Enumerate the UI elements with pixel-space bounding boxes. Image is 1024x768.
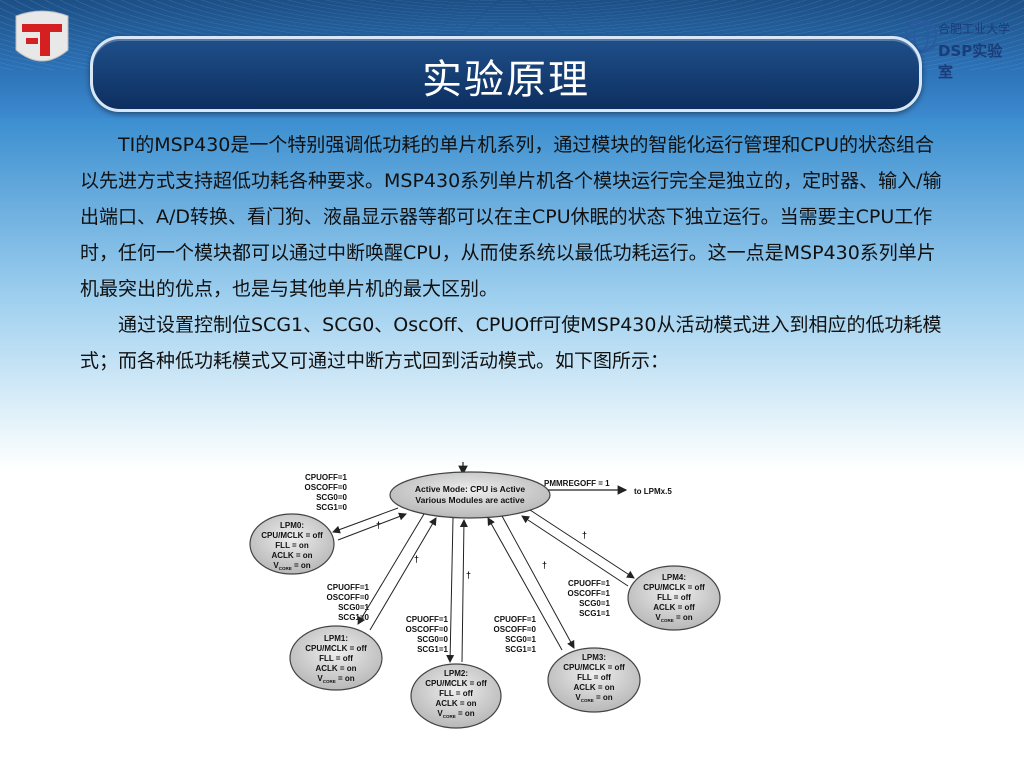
arrow-from-lpm2 bbox=[459, 519, 468, 663]
lpm4-dagger: † bbox=[582, 530, 587, 540]
cond1-scg1: SCG1=0 bbox=[338, 613, 369, 622]
page-title: 实验原理 bbox=[422, 57, 590, 103]
cond0-scg1: SCG1=0 bbox=[316, 503, 347, 512]
cond3-oscoff: OSCOFF=0 bbox=[494, 625, 537, 634]
arrow-from-lpm4 bbox=[521, 515, 629, 587]
cond4-oscoff: OSCOFF=1 bbox=[568, 589, 611, 598]
brand-name-cn: 合肥工业大学 bbox=[938, 22, 1011, 36]
arrow-to-lpm4 bbox=[529, 509, 635, 579]
cond3-scg1: SCG1=1 bbox=[505, 645, 536, 654]
lpm1-aclk: ACLK = on bbox=[315, 664, 356, 673]
arrow-to-lpm1 bbox=[357, 513, 425, 625]
lpm1-dagger: † bbox=[414, 554, 419, 564]
lpm2-dagger: † bbox=[466, 570, 471, 580]
lpm2-vcore: VCORE = on bbox=[437, 709, 474, 719]
lpm1-vcore: VCORE = on bbox=[317, 674, 354, 684]
lpm0-node bbox=[249, 513, 335, 575]
lpm1-fll: FLL = off bbox=[319, 654, 353, 663]
low-power-mode-diagram: Active Mode: CPU is Active Various Modul… bbox=[249, 462, 721, 729]
lpm0-conditions: CPUOFF=1 OSCOFF=0 SCG0=0 SCG1=0 bbox=[305, 473, 348, 512]
arrow-to-lpm2 bbox=[446, 517, 455, 663]
cond1-cpuoff: CPUOFF=1 bbox=[327, 583, 370, 592]
lpm0-fll: FLL = on bbox=[275, 541, 309, 550]
cond1-oscoff: OSCOFF=0 bbox=[327, 593, 370, 602]
cond1-scg0: SCG0=1 bbox=[338, 603, 369, 612]
lpm3-title: LPM3: bbox=[582, 653, 606, 662]
lpm2-cpu: CPU/MCLK = off bbox=[425, 679, 487, 688]
university-logo-icon bbox=[15, 10, 69, 62]
pmm-target: to LPMx.5 bbox=[634, 487, 672, 496]
lpm2-node bbox=[410, 663, 502, 729]
lpm4-vcore: VCORE = on bbox=[655, 613, 692, 623]
lpm3-cpu: CPU/MCLK = off bbox=[563, 663, 625, 672]
lpm2-title: LPM2: bbox=[444, 669, 468, 678]
lpm1-cpu: CPU/MCLK = off bbox=[305, 644, 367, 653]
title-bar: 实验原理 bbox=[90, 36, 922, 112]
cond4-scg0: SCG0=1 bbox=[579, 599, 610, 608]
cond3-cpuoff: CPUOFF=1 bbox=[494, 615, 537, 624]
brand-name-lab: DSP实验室 bbox=[938, 42, 1003, 81]
active-mode-line1: Active Mode: CPU is Active bbox=[415, 484, 525, 494]
lpm4-fll: FLL = off bbox=[657, 593, 691, 602]
lpm0-vcore: VCORE = on bbox=[273, 561, 310, 571]
lpm4-cpu: CPU/MCLK = off bbox=[643, 583, 705, 592]
cond0-cpuoff: CPUOFF=1 bbox=[305, 473, 348, 482]
lpm0-aclk: ACLK = on bbox=[271, 551, 312, 560]
lpm1-conditions: CPUOFF=1 OSCOFF=0 SCG0=1 SCG1=0 bbox=[327, 583, 370, 622]
content-body: TI的MSP430是一个特别强调低功耗的单片机系列，通过模块的智能化运行管理和C… bbox=[80, 127, 950, 379]
active-mode-node bbox=[389, 471, 551, 519]
lpm2-fll: FLL = off bbox=[439, 689, 473, 698]
cond2-scg1: SCG1=1 bbox=[417, 645, 448, 654]
cond3-scg0: SCG0=1 bbox=[505, 635, 536, 644]
lpm0-dagger: † bbox=[376, 520, 381, 530]
lpm1-node bbox=[289, 625, 383, 691]
arrow-to-lpm0 bbox=[332, 507, 399, 534]
lpm3-vcore: VCORE = on bbox=[575, 693, 612, 703]
cond2-oscoff: OSCOFF=0 bbox=[406, 625, 449, 634]
arrow-from-lpm3 bbox=[487, 517, 563, 651]
paragraph-lpm-control: 通过设置控制位SCG1、SCG0、OscOff、CPUOff可使MSP430从活… bbox=[80, 314, 942, 372]
lpm0-cpu: CPU/MCLK = off bbox=[261, 531, 323, 540]
lpm3-node bbox=[547, 647, 641, 713]
lpm3-fll: FLL = off bbox=[577, 673, 611, 682]
lab-logo: 合肥工业大学 DSP实验室 bbox=[904, 10, 1012, 81]
cond2-scg0: SCG0=0 bbox=[417, 635, 448, 644]
arrow-from-lpm0 bbox=[337, 512, 407, 541]
lpm1-title: LPM1: bbox=[324, 634, 348, 643]
arrow-from-lpm1 bbox=[369, 517, 437, 631]
cond4-cpuoff: CPUOFF=1 bbox=[568, 579, 611, 588]
cond0-scg0: SCG0=0 bbox=[316, 493, 347, 502]
cond2-cpuoff: CPUOFF=1 bbox=[406, 615, 449, 624]
lpm4-title: LPM4: bbox=[662, 573, 686, 582]
lpm3-conditions: CPUOFF=1 OSCOFF=0 SCG0=1 SCG1=1 bbox=[494, 615, 537, 654]
lpm2-aclk: ACLK = on bbox=[435, 699, 476, 708]
lpm4-conditions: CPUOFF=1 OSCOFF=1 SCG0=1 SCG1=1 bbox=[568, 579, 611, 618]
lpm4-node bbox=[627, 565, 721, 631]
lpm0-title: LPM0: bbox=[280, 521, 304, 530]
lpm3-aclk: ACLK = on bbox=[573, 683, 614, 692]
cond4-scg1: SCG1=1 bbox=[579, 609, 610, 618]
active-mode-line2: Various Modules are active bbox=[415, 495, 524, 505]
paragraph-msp430-intro: TI的MSP430是一个特别强调低功耗的单片机系列，通过模块的智能化运行管理和C… bbox=[80, 134, 942, 300]
pmm-label: PMMREGOFF = 1 bbox=[544, 479, 610, 488]
lpm2-conditions: CPUOFF=1 OSCOFF=0 SCG0=0 SCG1=1 bbox=[406, 615, 449, 654]
arrow-to-lpm3 bbox=[501, 515, 575, 649]
cond0-oscoff: OSCOFF=0 bbox=[305, 483, 348, 492]
lpm4-aclk: ACLK = off bbox=[653, 603, 695, 612]
lpm3-dagger: † bbox=[542, 560, 547, 570]
